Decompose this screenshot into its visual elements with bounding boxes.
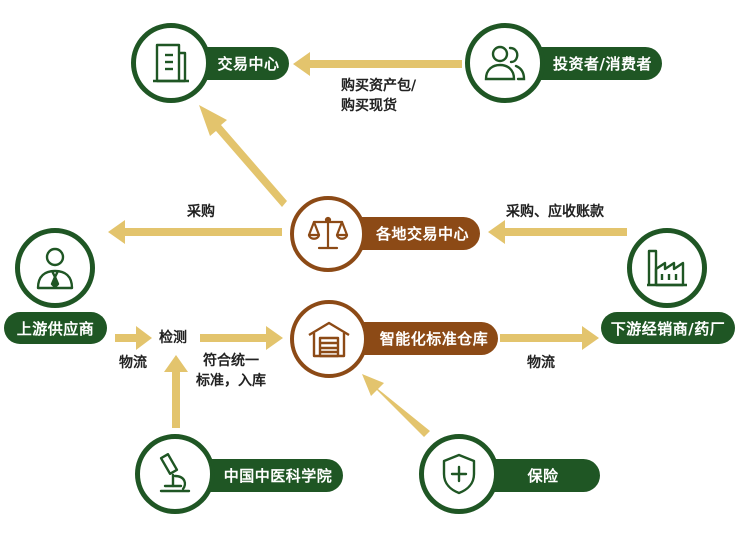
factory-icon — [647, 249, 687, 287]
upstream-pill: 上游供应商 — [4, 312, 107, 344]
buy-assets-label-2: 购买现货 — [341, 98, 397, 114]
arrow-inspection-to-warehouse — [200, 326, 283, 350]
warehouse-pill: 智能化标准仓库 — [360, 322, 498, 355]
academy-circle — [135, 434, 215, 514]
standard-label-2: 标准，入库 — [196, 373, 266, 389]
arrow-upstream-to-inspection — [115, 326, 152, 350]
warehouse-label: 智能化标准仓库 — [379, 330, 489, 348]
arrow-insurance-to-warehouse — [362, 374, 430, 437]
downstream-pill: 下游经销商/药厂 — [601, 312, 735, 344]
warehouse-circle — [290, 300, 368, 378]
purchase-right-label: 采购、应收账款 — [506, 204, 604, 220]
arrow-local-to-left — [108, 220, 282, 244]
logistics-right-label: 物流 — [527, 355, 555, 371]
upstream-label: 上游供应商 — [16, 319, 95, 338]
microscope-icon — [159, 453, 191, 493]
building-icon — [153, 43, 189, 83]
purchase-left-label: 采购 — [187, 204, 215, 220]
arrow-academy-to-inspection — [164, 355, 188, 428]
scale-icon — [307, 216, 349, 250]
investor-pill: 投资者/消费者 — [535, 47, 662, 80]
exchange-pill: 交易中心 — [200, 47, 289, 80]
insurance-circle — [419, 434, 499, 514]
arrow-investor-to-exchange — [293, 52, 462, 76]
arrow-warehouse-to-downstream — [500, 326, 599, 350]
warehouse-icon — [308, 321, 350, 358]
arrow-downstream-to-local — [488, 220, 627, 244]
downstream-circle — [627, 228, 707, 308]
upstream-circle — [15, 228, 95, 308]
academy-label: 中国中医科学院 — [223, 467, 333, 485]
standard-label-1: 符合统一 — [203, 353, 259, 369]
users-icon — [484, 45, 526, 81]
arrow-local-to-exchange — [199, 105, 287, 207]
local-exchange-circle — [290, 196, 366, 272]
investor-label: 投资者/消费者 — [553, 55, 652, 73]
person-tie-icon — [36, 247, 74, 290]
shield-plus-icon — [442, 453, 476, 495]
buy-assets-label-1: 购买资产包/ — [341, 78, 417, 94]
investor-circle — [465, 23, 545, 103]
logistics-left-label: 物流 — [119, 355, 147, 371]
local-exchange-pill: 各地交易中心 — [355, 217, 480, 250]
insurance-pill: 保险 — [486, 459, 600, 492]
local-exchange-label: 各地交易中心 — [375, 225, 469, 243]
insurance-label: 保险 — [527, 467, 559, 485]
academy-pill: 中国中医科学院 — [205, 459, 343, 492]
inspection-label: 检测 — [159, 330, 187, 346]
exchange-label: 交易中心 — [217, 55, 280, 73]
downstream-label: 下游经销商/药厂 — [610, 319, 726, 338]
exchange-circle — [131, 23, 211, 103]
